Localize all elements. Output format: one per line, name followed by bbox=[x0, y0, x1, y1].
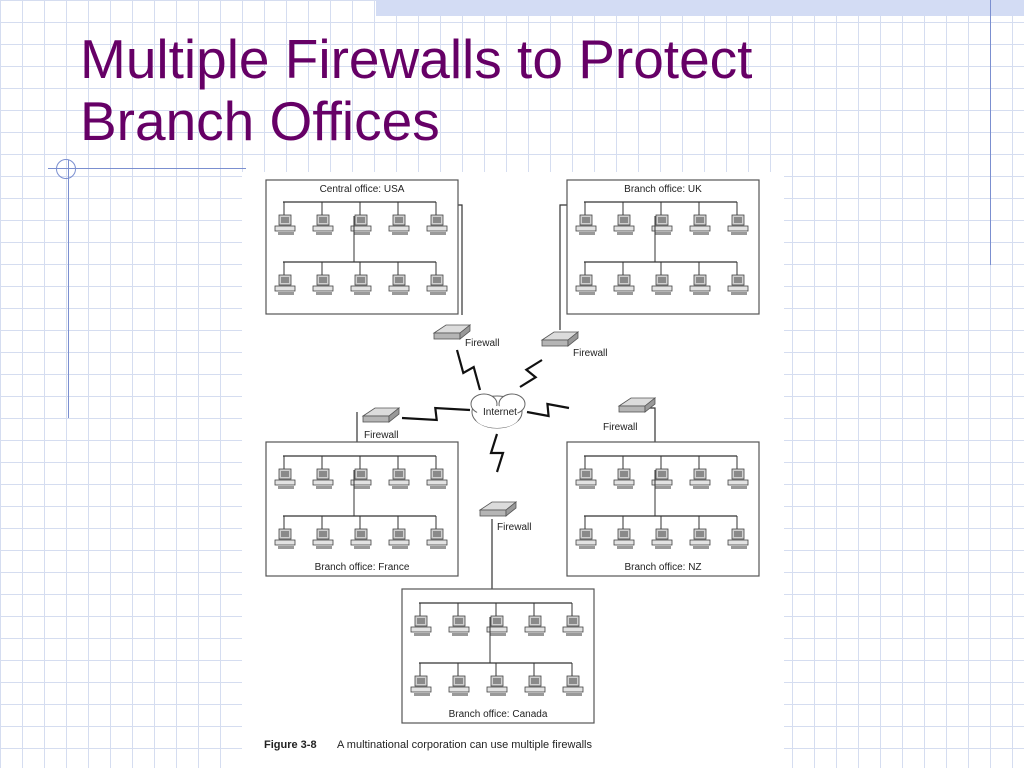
lightning-links bbox=[401, 349, 570, 473]
computer-icon bbox=[613, 468, 635, 489]
computer-icon bbox=[448, 615, 470, 636]
internet-label: Internet bbox=[483, 407, 517, 418]
office-canada: Branch office: Canada bbox=[401, 588, 595, 724]
computer-icon bbox=[575, 528, 597, 549]
computer-icon bbox=[727, 214, 749, 235]
computer-icon bbox=[312, 528, 334, 549]
network-diagram-svg: Central office: USA Branch office: UK Bran… bbox=[264, 179, 760, 751]
office-uk: Branch office: UK bbox=[566, 179, 760, 315]
wan-link-bolt bbox=[519, 359, 543, 388]
computer-icon bbox=[426, 214, 448, 235]
firewall-label: Firewall bbox=[603, 422, 637, 433]
firewall-device: Firewall bbox=[432, 324, 499, 349]
computer-icon bbox=[689, 468, 711, 489]
firewall-label: Firewall bbox=[465, 338, 499, 349]
office-box bbox=[265, 441, 459, 577]
office-label: Central office: USA bbox=[320, 184, 405, 195]
office-boxes: Central office: USA Branch office: UK Bran… bbox=[265, 179, 760, 724]
computer-icon bbox=[562, 675, 584, 696]
cloud-fill bbox=[475, 406, 519, 428]
computer-icon bbox=[312, 274, 334, 295]
office-france: Branch office: France bbox=[265, 441, 459, 577]
wan-link-bolt bbox=[455, 349, 482, 391]
computer-icon bbox=[613, 214, 635, 235]
decorative-circle bbox=[56, 159, 76, 179]
office-label: Branch office: UK bbox=[624, 184, 702, 195]
office-nz: Branch office: NZ bbox=[566, 441, 760, 577]
computer-icon bbox=[350, 274, 372, 295]
computer-icon bbox=[426, 528, 448, 549]
computer-icon bbox=[524, 675, 546, 696]
decorative-line-left bbox=[68, 160, 69, 418]
figure-caption: Figure 3-8 A multinational corporation c… bbox=[264, 739, 592, 751]
firewall-device: Firewall bbox=[540, 331, 607, 359]
wan-link-bolt bbox=[489, 433, 505, 473]
computer-icon bbox=[689, 528, 711, 549]
computer-icon bbox=[410, 615, 432, 636]
computer-icon bbox=[274, 214, 296, 235]
computer-icon bbox=[312, 214, 334, 235]
computer-icon bbox=[562, 615, 584, 636]
caption-text: A multinational corporation can use mult… bbox=[337, 739, 592, 751]
computer-icon bbox=[651, 274, 673, 295]
computer-icon bbox=[350, 468, 372, 489]
office-label: Branch office: France bbox=[315, 562, 410, 573]
computer-icon bbox=[727, 274, 749, 295]
computer-icon bbox=[651, 214, 673, 235]
computer-icon bbox=[524, 615, 546, 636]
computer-icon bbox=[448, 675, 470, 696]
firewall-device: Firewall bbox=[478, 501, 531, 533]
firewall-device: Firewall bbox=[603, 397, 657, 433]
computer-icon bbox=[651, 468, 673, 489]
computer-icon bbox=[486, 675, 508, 696]
computer-icon bbox=[426, 274, 448, 295]
wan-link-bolt bbox=[401, 406, 471, 422]
network-diagram: Central office: USA Branch office: UK Bran… bbox=[242, 172, 784, 768]
firewall-label: Firewall bbox=[497, 522, 531, 533]
computer-icon bbox=[651, 528, 673, 549]
computer-icon bbox=[274, 528, 296, 549]
computer-icon bbox=[388, 214, 410, 235]
wan-link-bolt bbox=[526, 402, 570, 418]
computer-icon bbox=[426, 468, 448, 489]
computer-icon bbox=[274, 468, 296, 489]
office-label: Branch office: Canada bbox=[449, 709, 548, 720]
computer-icon bbox=[486, 615, 508, 636]
computer-icon bbox=[312, 468, 334, 489]
computer-icon bbox=[274, 274, 296, 295]
computer-icon bbox=[613, 528, 635, 549]
computer-icon bbox=[350, 528, 372, 549]
office-box bbox=[401, 588, 595, 724]
computer-icon bbox=[575, 274, 597, 295]
computer-icon bbox=[388, 468, 410, 489]
computer-icon bbox=[613, 274, 635, 295]
decorative-line-horizontal bbox=[48, 168, 246, 169]
computer-icon bbox=[689, 214, 711, 235]
decorative-line-right bbox=[990, 0, 991, 265]
office-box bbox=[566, 441, 760, 577]
caption-number: Figure 3-8 bbox=[264, 739, 317, 751]
slide-title: Multiple Firewalls to Protect Branch Off… bbox=[80, 28, 753, 152]
office-usa: Central office: USA bbox=[265, 179, 459, 315]
internet-cloud: Internet bbox=[470, 393, 526, 429]
computer-icon bbox=[410, 675, 432, 696]
computer-icon bbox=[388, 528, 410, 549]
computer-icon bbox=[689, 274, 711, 295]
decorative-corner-bar bbox=[376, 0, 1024, 16]
firewall-label: Firewall bbox=[573, 348, 607, 359]
computer-icon bbox=[575, 468, 597, 489]
computer-icon bbox=[350, 214, 372, 235]
office-label: Branch office: NZ bbox=[624, 562, 701, 573]
computer-icon bbox=[575, 214, 597, 235]
firewall-label: Firewall bbox=[364, 430, 398, 441]
computer-icon bbox=[727, 468, 749, 489]
firewall-device: Firewall bbox=[361, 407, 401, 441]
computer-icon bbox=[388, 274, 410, 295]
computer-icon bbox=[727, 528, 749, 549]
